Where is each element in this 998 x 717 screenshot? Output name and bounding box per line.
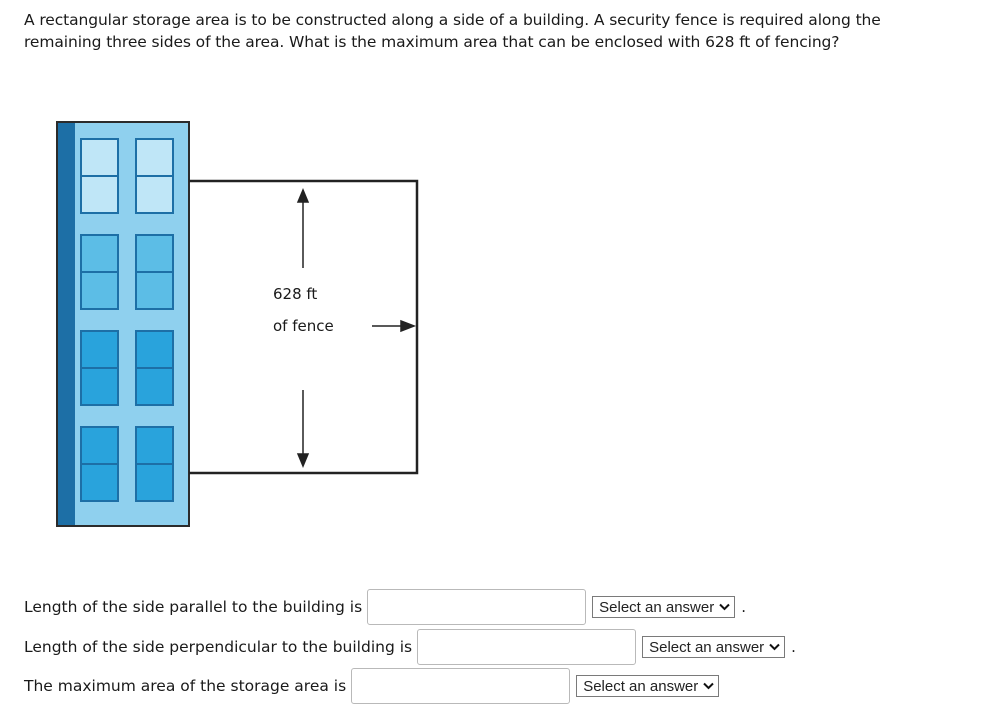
arrow-up-icon <box>296 188 310 203</box>
period: . <box>791 638 796 656</box>
question-row-perpendicular: Length of the side perpendicular to the … <box>24 629 796 665</box>
perpendicular-unit-select[interactable]: Select an answer <box>642 636 786 658</box>
question-label: The maximum area of the storage area is <box>24 677 347 695</box>
perpendicular-side-input[interactable] <box>417 629 637 665</box>
fence-label-line1: 628 ft <box>273 285 317 303</box>
building-edge-strip <box>58 123 75 525</box>
question-row-parallel: Length of the side parallel to the build… <box>24 589 746 625</box>
dimension-arrows <box>296 188 417 468</box>
problem-statement: A rectangular storage area is to be cons… <box>24 11 881 51</box>
max-area-input[interactable] <box>351 668 571 704</box>
question-label: Length of the side parallel to the build… <box>24 598 363 616</box>
area-unit-select[interactable]: Select an answer <box>576 675 720 697</box>
chevron-down-icon <box>719 603 730 611</box>
question-row-area: The maximum area of the storage area is … <box>24 668 725 704</box>
chevron-down-icon <box>703 682 714 690</box>
building-windows <box>80 138 174 502</box>
fence <box>189 179 419 475</box>
fence-label-line2: of fence <box>273 317 334 335</box>
select-label: Select an answer <box>583 677 699 695</box>
select-label: Select an answer <box>649 638 765 656</box>
arrow-down-icon <box>296 453 310 468</box>
question-label: Length of the side perpendicular to the … <box>24 638 413 656</box>
chevron-down-icon <box>769 643 780 651</box>
period: . <box>741 598 746 616</box>
parallel-unit-select[interactable]: Select an answer <box>592 596 736 618</box>
parallel-side-input[interactable] <box>367 589 587 625</box>
arrow-right-icon <box>400 319 417 333</box>
select-label: Select an answer <box>599 598 715 616</box>
